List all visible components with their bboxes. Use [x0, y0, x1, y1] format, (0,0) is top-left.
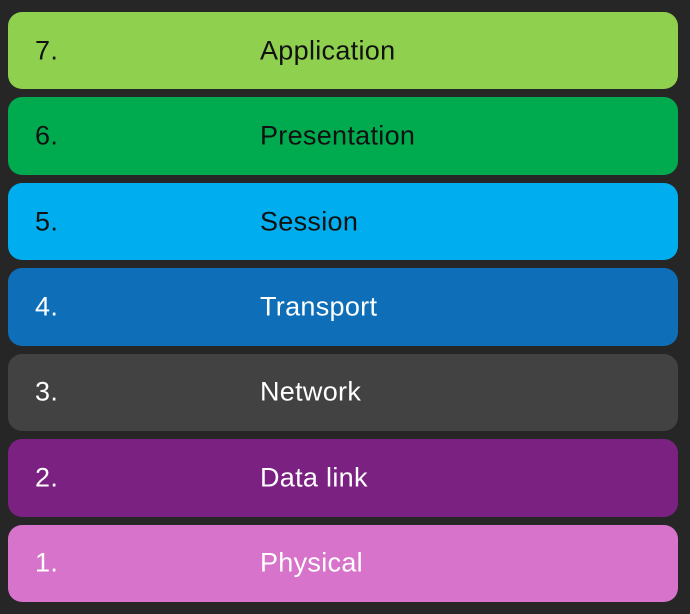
layer-number: 7.	[35, 35, 59, 66]
layer-number: 4.	[35, 291, 59, 322]
layer-application: 7. Application	[8, 12, 678, 90]
layer-data-link: 2. Data link	[8, 439, 678, 517]
layer-label: Application	[260, 35, 396, 66]
layer-network: 3. Network	[8, 353, 678, 432]
layer-label: Network	[260, 376, 362, 407]
layer-label: Data link	[260, 462, 368, 493]
layer-label: Physical	[260, 547, 363, 578]
layer-number: 1.	[35, 547, 59, 578]
layer-physical: 1. Physical	[8, 524, 678, 602]
layer-number: 6.	[35, 120, 59, 151]
layer-session: 5. Session	[8, 182, 678, 261]
layer-label: Session	[260, 206, 359, 237]
layer-number: 2.	[35, 462, 59, 493]
layer-presentation: 6. Presentation	[8, 97, 678, 175]
layer-label: Transport	[260, 291, 378, 322]
layer-number: 3.	[35, 376, 59, 407]
layer-transport: 4. Transport	[8, 268, 678, 346]
layer-label: Presentation	[260, 120, 416, 151]
layer-number: 5.	[35, 206, 59, 237]
